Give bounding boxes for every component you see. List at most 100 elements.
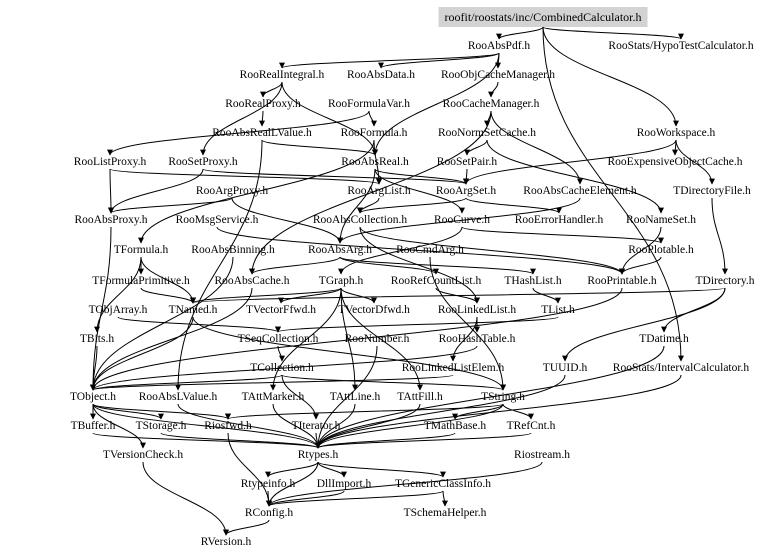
node-rooabslvalue[interactable]: RooAbsLValue.h (138, 391, 218, 403)
edge-rooabscollection-to-rooprintable (359, 226, 625, 275)
node-roocachemanager[interactable]: RooCacheManager.h (442, 98, 540, 110)
node-trefcnt[interactable]: TRefCnt.h (506, 420, 556, 432)
node-tattline[interactable]: TAttLine.h (329, 391, 381, 403)
node-rooabsbinning[interactable]: RooAbsBinning.h (191, 244, 275, 256)
node-rooabsreallvalue[interactable]: RooAbsRealLValue.h (212, 127, 312, 139)
node-tformula[interactable]: TFormula.h (113, 244, 169, 256)
node-tbits[interactable]: TBits.h (79, 333, 115, 345)
node-tformulaprimitive[interactable]: TFormulaPrimitive.h (92, 275, 190, 287)
node-roorefcountlist[interactable]: RooRefCountList.h (390, 275, 482, 287)
node-rooabsproxy[interactable]: RooAbsProxy.h (74, 214, 148, 226)
node-tdirectory[interactable]: TDirectory.h (695, 275, 755, 287)
edge-rooformula-to-tformula (138, 139, 375, 244)
node-tgraph[interactable]: TGraph.h (318, 275, 364, 287)
edge-tstorage-to-rtypes (160, 432, 321, 449)
node-roocurve[interactable]: RooCurve.h (434, 214, 490, 226)
node-tvectordfwd[interactable]: TVectorDfwd.h (338, 304, 410, 316)
node-roonormsetcache[interactable]: RooNormSetCache.h (437, 127, 537, 139)
node-rooabscollection[interactable]: RooAbsCollection.h (312, 214, 408, 226)
node-tcollection[interactable]: TCollection.h (250, 362, 314, 374)
node-riosfwd[interactable]: Riosfwd.h (204, 420, 252, 432)
node-thashlist[interactable]: THashList.h (504, 275, 562, 287)
node-tversioncheck[interactable]: TVersionCheck.h (102, 449, 184, 461)
node-roonameset[interactable]: RooNameSet.h (626, 214, 696, 226)
node-rooerrorhandler[interactable]: RooErrorHandler.h (514, 214, 604, 226)
node-rtypeinfo[interactable]: Rtypeinfo.h (240, 478, 296, 490)
node-tlist[interactable]: TList.h (541, 304, 575, 316)
node-hypotestcalculator[interactable]: RooStats/HypoTestCalculator.h (608, 40, 754, 52)
node-rooplotable[interactable]: RooPlotable.h (628, 244, 694, 256)
node-tschemahelper[interactable]: TSchemaHelper.h (403, 507, 487, 519)
node-roosetproxy[interactable]: RooSetProxy.h (168, 156, 238, 168)
node-roorealproxy[interactable]: RooRealProxy.h (225, 98, 301, 110)
node-tuuid[interactable]: TUUID.h (542, 362, 588, 374)
edge-tgraph-to-tattmarker (270, 287, 342, 391)
edge-rooobjcache-to-roocachemgr (488, 81, 499, 98)
node-tstring[interactable]: TString.h (481, 391, 525, 403)
node-tgenericclassinfo[interactable]: TGenericClassInfo.h (394, 478, 492, 490)
node-tseqcollection[interactable]: TSeqCollection.h (237, 333, 319, 345)
node-roonumber[interactable]: RooNumber.h (344, 333, 410, 345)
node-rooexpensiveobjectcache[interactable]: RooExpensiveObjectCache.h (607, 156, 743, 168)
edge-rooargset-to-rooabscollection (357, 197, 467, 214)
node-tobjarray[interactable]: TObjArray.h (88, 304, 148, 316)
node-tattmarker[interactable]: TAttMarker.h (241, 391, 305, 403)
edge-tgenericclassinfo-to-rconfig (266, 490, 444, 507)
node-roolistproxy[interactable]: RooListProxy.h (73, 156, 147, 168)
node-rooformula[interactable]: RooFormula.h (340, 127, 408, 139)
node-tnamed[interactable]: TNamed.h (168, 304, 218, 316)
node-roolinkedlistelem[interactable]: RooLinkedListElem.h (401, 362, 505, 374)
node-tdatime[interactable]: TDatime.h (639, 333, 689, 345)
node-tdirectoryfile[interactable]: TDirectoryFile.h (673, 185, 751, 197)
node-tbuffer[interactable]: TBuffer.h (70, 420, 116, 432)
node-tstorage[interactable]: TStorage.h (135, 420, 187, 432)
edge-tattmarker-to-rtypes (272, 403, 321, 449)
node-roohashtable[interactable]: RooHashTable.h (438, 333, 516, 345)
edge-roocachemgr-to-rooabscache (249, 110, 492, 275)
edge-roonormset-to-roosetpair (464, 139, 488, 156)
edge-root-to-rooworkspace (542, 26, 679, 127)
edge-thashlist-to-tlist (532, 287, 561, 304)
node-titerator[interactable]: TIterator.h (291, 420, 341, 432)
node-rtypes[interactable]: Rtypes.h (297, 449, 339, 461)
node-rooformulavar[interactable]: RooFormulaVar.h (327, 98, 411, 110)
root-file-node[interactable]: roofit/roostats/inc/CombinedCalculator.h (438, 7, 648, 27)
edge-roolinkedlistelem-to-tobject (90, 374, 454, 391)
edge-rooabsproxy-to-tobject (90, 226, 112, 391)
node-rooabscache[interactable]: RooAbsCache.h (214, 275, 290, 287)
node-rooargproxy[interactable]: RooArgProxy.h (195, 185, 269, 197)
node-rooabsdata[interactable]: RooAbsData.h (346, 69, 416, 81)
node-rversion[interactable]: RVersion.h (200, 536, 252, 548)
edge-roorealproxy-to-rooabsreallvalue (259, 110, 266, 127)
node-rooprintable[interactable]: RooPrintable.h (587, 275, 657, 287)
node-roorealintegral[interactable]: RooRealIntegral.h (239, 69, 325, 81)
edge-tgenericclassinfo-to-tschemahelper (441, 490, 448, 507)
edge-riosfwd-to-rconfig (227, 432, 272, 507)
node-roosetpair[interactable]: RooSetPair.h (436, 156, 498, 168)
node-tvectorffwd[interactable]: TVectorFfwd.h (246, 304, 316, 316)
edge-tlist-to-tseqcollection (275, 316, 559, 333)
node-rooargset[interactable]: RooArgSet.h (435, 185, 497, 197)
node-roocmdarg[interactable]: RooCmdArg.h (396, 244, 464, 256)
node-rooabscacheelement[interactable]: RooAbsCacheElement.h (523, 185, 637, 197)
edge-roonameset-to-rooprintable (619, 226, 662, 275)
edge-rtypes-to-rconfig (266, 461, 319, 507)
node-roomsgservice[interactable]: RooMsgService.h (175, 214, 259, 226)
edge-rtypes-to-dllimport (317, 461, 347, 478)
node-rconfig[interactable]: RConfig.h (244, 507, 294, 519)
node-tmathbase[interactable]: TMathBase.h (423, 420, 487, 432)
node-rooabsreal[interactable]: RooAbsReal.h (341, 156, 409, 168)
node-intervalcalculator[interactable]: RooStats/IntervalCalculator.h (612, 362, 750, 374)
node-rooobjcachemanager[interactable]: RooObjCacheManager.h (440, 69, 556, 81)
node-tattfill[interactable]: TAttFill.h (397, 391, 443, 403)
node-rooarglist[interactable]: RooArgList.h (347, 185, 411, 197)
node-rooabsarg[interactable]: RooAbsArg.h (307, 244, 373, 256)
node-dllimport[interactable]: DllImport.h (316, 478, 372, 490)
node-rooabspdf[interactable]: RooAbsPdf.h (467, 40, 531, 52)
node-tobject[interactable]: TObject.h (69, 391, 117, 403)
node-roolinkedlist[interactable]: RooLinkedList.h (437, 304, 517, 316)
edge-tgraph-to-tnamed (190, 287, 342, 304)
node-rooworkspace[interactable]: RooWorkspace.h (636, 127, 716, 139)
node-riostream[interactable]: Riostream.h (514, 449, 570, 461)
